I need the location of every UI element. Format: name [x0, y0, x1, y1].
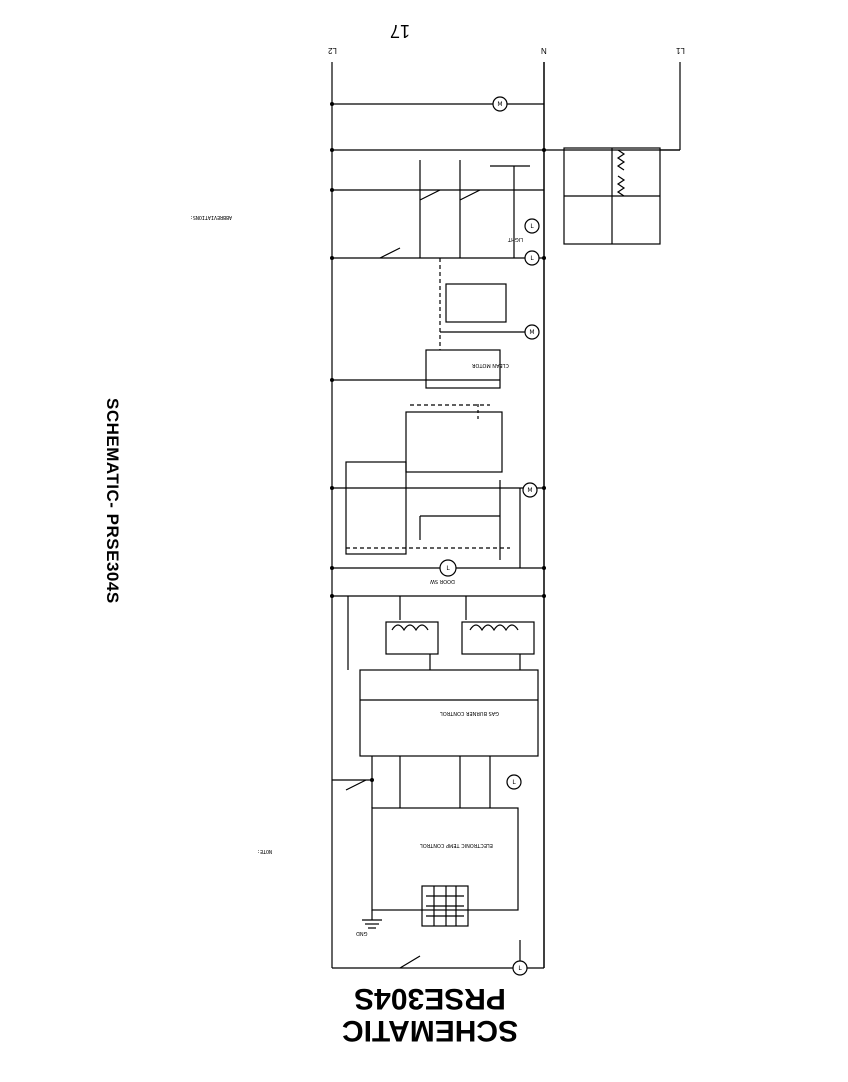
clean-motor-label: CLEAN MOTOR [472, 362, 509, 368]
svg-text:L: L [530, 255, 534, 262]
temp-control-label: ELECTRONIC TEMP CONTROL [420, 842, 493, 848]
light-label: LIGHT [508, 236, 523, 242]
title-side: SCHEMATIC- PRSE304S [103, 398, 122, 604]
ground-label: GND [356, 930, 368, 936]
burner-control-label: GAS BURNER CONTROL [440, 710, 500, 716]
title-bottom-line1: SCHEMATIC [341, 1014, 519, 1047]
svg-text:L: L [446, 565, 450, 572]
svg-text:M: M [527, 487, 532, 494]
svg-text:M: M [529, 329, 534, 336]
note-heading: NOTE: [256, 848, 272, 854]
title-bottom-line2: PRSE304S [354, 982, 506, 1015]
svg-text:L: L [512, 779, 516, 786]
svg-text:L: L [530, 223, 534, 230]
rail-label-l2: L2 [328, 46, 337, 55]
svg-text:L: L [518, 965, 522, 972]
door-switch-label: DOOR SW [430, 578, 455, 584]
title-bottom: SCHEMATIC PRSE304S [330, 982, 530, 1047]
svg-text:M: M [497, 101, 502, 108]
page-number: 17 [390, 21, 411, 41]
rail-label-n: N [541, 46, 547, 55]
rail-label-l1: L1 [676, 46, 685, 55]
abbreviations-heading: ABBREVIATIONS: [189, 214, 232, 220]
